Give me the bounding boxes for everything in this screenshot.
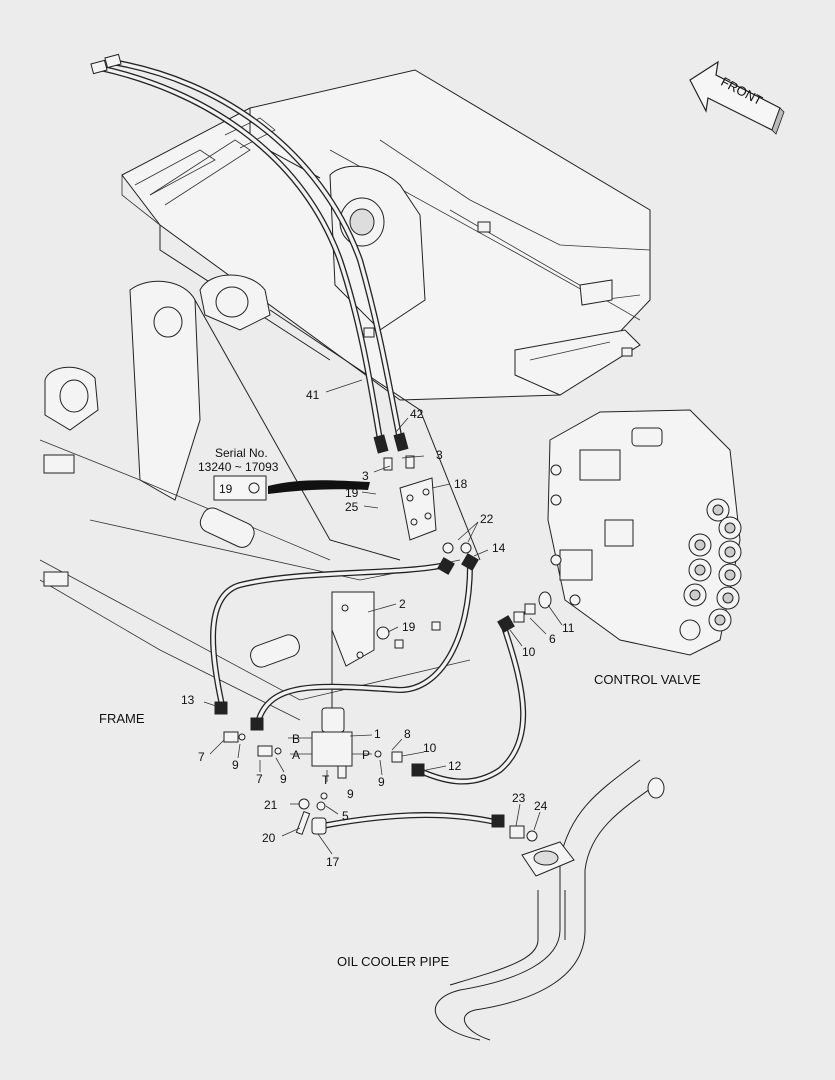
hose-14 [255, 562, 473, 725]
port-p: P [362, 748, 370, 762]
bracket-2 [331, 591, 390, 667]
serial-range: 13240 ~ 17093 [198, 460, 279, 474]
oil-cooler-pipe [434, 759, 665, 1041]
callout-9b: 9 [280, 772, 287, 786]
leader-lines [203, 379, 563, 855]
callout-7b: 7 [256, 772, 263, 786]
hose-17 [319, 812, 498, 829]
callout-1: 1 [374, 727, 381, 741]
hose-41 [97, 65, 383, 443]
callout-18: 18 [454, 477, 468, 491]
control-valve [547, 409, 742, 656]
serial-title: Serial No. [215, 446, 268, 460]
callout-8: 8 [404, 727, 411, 741]
callout-17: 17 [326, 855, 340, 869]
port-a: A [292, 748, 300, 762]
callout-24: 24 [534, 799, 548, 813]
callout-42: 42 [410, 407, 424, 421]
callout-3b: 3 [362, 469, 369, 483]
control-valve-label: CONTROL VALVE [594, 672, 701, 687]
port-t: T [322, 773, 330, 787]
callout-21: 21 [264, 798, 278, 812]
callout-13: 13 [181, 693, 195, 707]
callout-19a: 19 [345, 486, 359, 500]
callout-10a: 10 [522, 645, 536, 659]
hose-42 [109, 59, 403, 443]
boom-foot [39, 165, 481, 721]
callout-5: 5 [342, 809, 349, 823]
callout-6: 6 [549, 632, 556, 646]
callout-41: 41 [306, 388, 320, 402]
serial-box [213, 475, 370, 501]
front-arrow-icon [689, 60, 785, 135]
frame-label: FRAME [99, 711, 145, 726]
callout-20: 20 [262, 831, 276, 845]
callout-9a: 9 [232, 758, 239, 772]
callout-7a: 7 [198, 750, 205, 764]
oil-cooler-pipe-label: OIL COOLER PIPE [337, 954, 450, 969]
callout-25: 25 [345, 500, 359, 514]
callout-19b: 19 [402, 620, 416, 634]
callout-14: 14 [492, 541, 506, 555]
callout-10b: 10 [423, 741, 437, 755]
valve-spools [679, 498, 742, 641]
callout-11: 11 [562, 621, 575, 635]
callout-3a: 3 [436, 448, 443, 462]
callout-22: 22 [480, 512, 494, 526]
callout-9d: 9 [347, 787, 354, 801]
callout-23: 23 [512, 791, 526, 805]
port-b: B [292, 732, 300, 746]
solenoid-valve-1 [311, 600, 353, 779]
callouts: 41 42 3 3 18 19 25 22 14 2 19 6 11 10 13… [181, 388, 575, 869]
callout-9c: 9 [378, 775, 385, 789]
callout-2: 2 [399, 597, 406, 611]
hose-13 [210, 562, 448, 708]
hose-12 [415, 627, 527, 785]
callout-12: 12 [448, 759, 462, 773]
serial-part: 19 [219, 482, 233, 496]
bracket-18 [399, 477, 437, 541]
